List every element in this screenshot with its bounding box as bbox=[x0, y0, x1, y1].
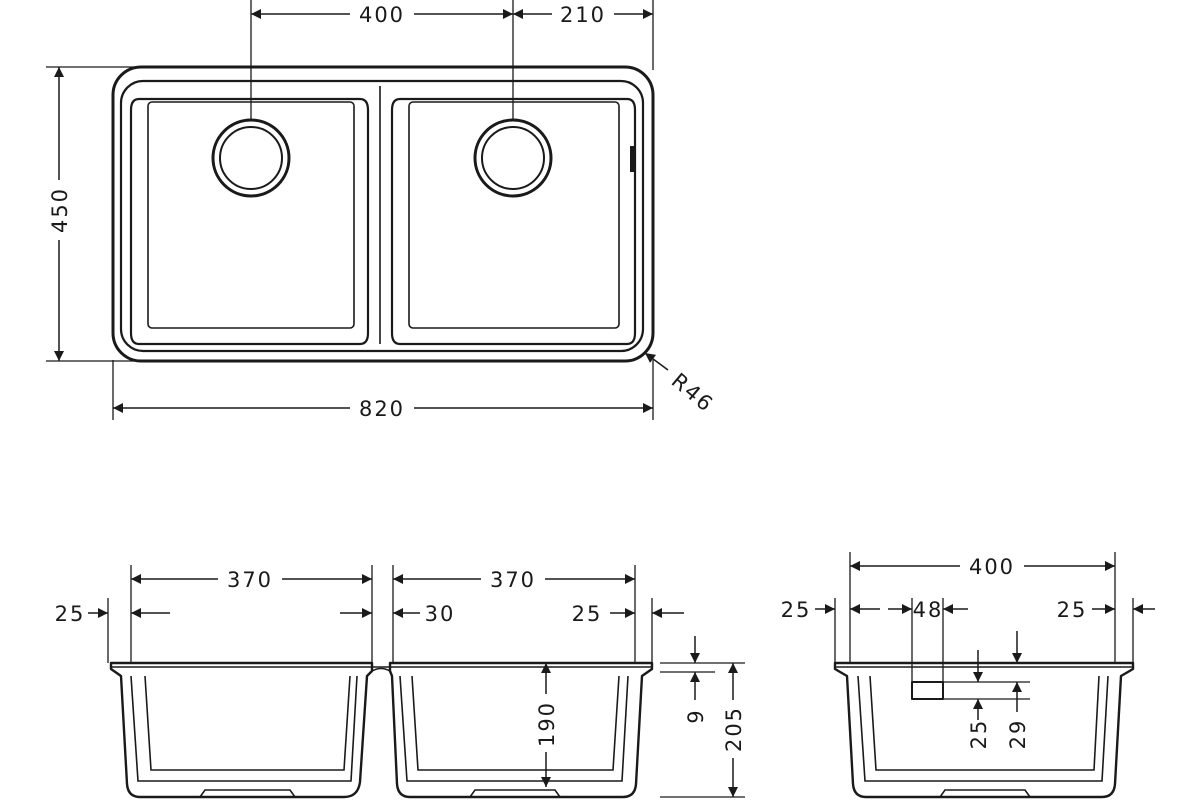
dim-right-bowl-width: 370 bbox=[393, 567, 635, 593]
dim-corner-radius: R46 bbox=[644, 352, 719, 417]
dim-text-370-left: 370 bbox=[227, 568, 273, 592]
dim-text-side-25-bottom: 25 bbox=[967, 719, 991, 750]
dim-rim-thickness: 9 bbox=[684, 636, 708, 724]
right-bowl-floor bbox=[408, 101, 620, 329]
dim-text-370-right: 370 bbox=[490, 568, 536, 592]
front-view: 370 370 25 30 25 190 bbox=[55, 565, 746, 799]
dim-side-left-rim: 25 bbox=[781, 598, 880, 622]
side-view: 400 25 48 25 25 29 bbox=[781, 552, 1155, 799]
dim-text-48: 48 bbox=[913, 598, 944, 622]
dim-text-30: 30 bbox=[425, 602, 456, 626]
dim-bowl-spacing: 400 bbox=[251, 2, 513, 28]
dim-right-drain-offset: 210 bbox=[513, 2, 653, 28]
dim-overflow-bottom: 25 bbox=[967, 650, 991, 749]
dim-overflow-top: 29 bbox=[1006, 631, 1030, 749]
dim-right-inner-rim: 25 bbox=[572, 602, 684, 626]
front-sink-outline-right bbox=[388, 661, 654, 799]
left-bowl-outline bbox=[129, 97, 370, 346]
overflow-opening bbox=[911, 681, 944, 700]
dim-text-side-25-left: 25 bbox=[781, 598, 812, 622]
dim-divider-gap: 30 bbox=[340, 602, 456, 626]
dim-text-450: 450 bbox=[48, 187, 72, 233]
dim-left-rim: 25 bbox=[55, 602, 170, 626]
dim-text-205: 205 bbox=[722, 706, 746, 752]
dim-text-210: 210 bbox=[560, 3, 606, 27]
front-sink-outline bbox=[109, 661, 374, 799]
dim-overall-depth: 450 bbox=[46, 67, 72, 361]
sink-outer-rim bbox=[111, 65, 655, 363]
dim-text-820: 820 bbox=[359, 397, 405, 421]
dim-bowl-depth: 190 bbox=[533, 663, 559, 787]
dim-text-9: 9 bbox=[684, 708, 708, 723]
right-drain-icon bbox=[473, 118, 553, 198]
side-sink-outline bbox=[833, 661, 1135, 799]
left-drain-icon bbox=[211, 118, 291, 198]
dim-text-190: 190 bbox=[535, 701, 559, 747]
dim-text-side-25-right: 25 bbox=[1057, 598, 1088, 622]
dim-text-side-400: 400 bbox=[969, 555, 1015, 579]
dim-left-bowl-width: 370 bbox=[131, 567, 372, 593]
dim-text-400: 400 bbox=[359, 3, 405, 27]
dim-side-overall-depth: 400 bbox=[850, 554, 1115, 580]
sink-inner-rim bbox=[119, 79, 645, 353]
dim-text-29: 29 bbox=[1006, 719, 1030, 750]
right-bowl-outline bbox=[390, 97, 637, 346]
dim-text-25-right: 25 bbox=[572, 602, 603, 626]
dim-text-25-left: 25 bbox=[55, 602, 86, 626]
left-bowl-floor bbox=[147, 101, 355, 329]
dim-overall-width: 820 bbox=[113, 396, 653, 422]
dim-side-right-rim: 25 bbox=[1057, 598, 1155, 622]
top-view: 400 210 450 820 R46 bbox=[46, 0, 718, 422]
dim-text-r46: R46 bbox=[667, 368, 719, 417]
dim-overall-height: 205 bbox=[720, 663, 746, 797]
overflow-slot bbox=[630, 146, 635, 172]
dim-overflow-width: 48 bbox=[888, 598, 968, 622]
